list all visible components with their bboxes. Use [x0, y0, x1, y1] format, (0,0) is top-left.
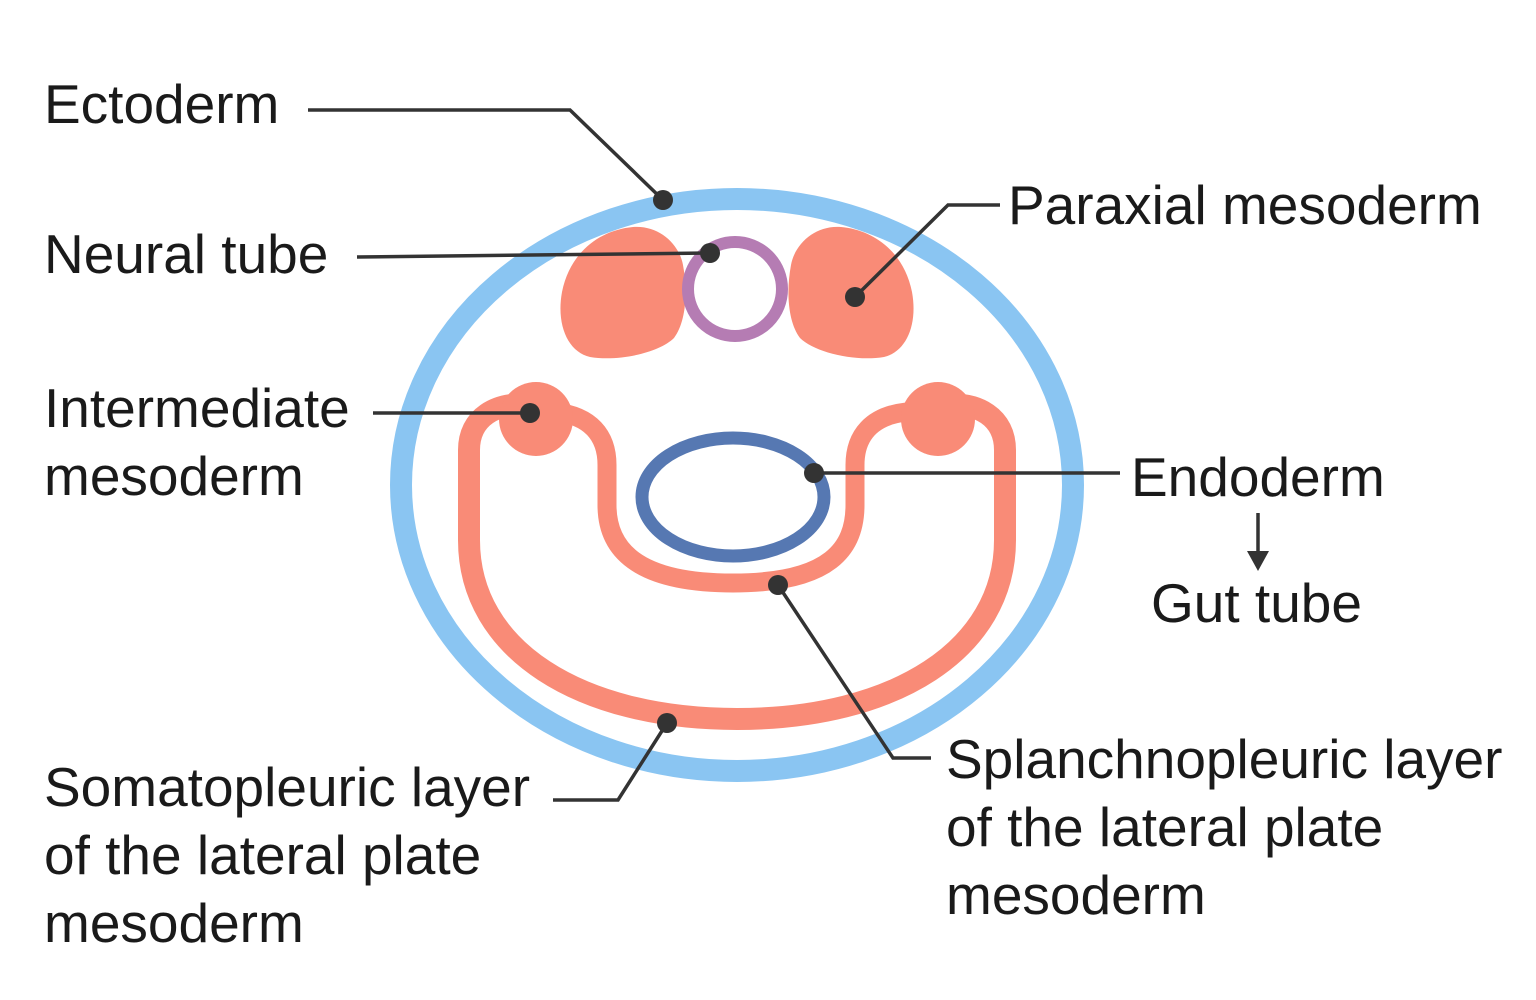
splanchnopleuric-layer-shape	[546, 402, 916, 593]
somatopleuric-leader-dot	[657, 713, 677, 733]
neural-tube-leader-line	[356, 251, 711, 259]
somatopleuric-label-line1: Somatopleuric layer	[44, 756, 531, 818]
ectoderm-leader-dot	[653, 190, 673, 210]
intermediate-mesoderm-label-line1: Intermediate	[44, 377, 350, 439]
splanchnopleuric-leader-dot	[768, 575, 788, 595]
endoderm-leader-dot	[804, 463, 824, 483]
intermediate-mesoderm-label: Intermediate mesoderm	[44, 374, 350, 510]
paraxial-mesoderm-leader-line	[853, 203, 1000, 299]
neural-tube-leader-dot	[700, 243, 720, 263]
splanchnopleuric-label-line1: Splanchnopleuric layer	[946, 728, 1503, 790]
intermediate-mesoderm-leader-dot	[520, 403, 540, 423]
somatopleuric-leader-line	[553, 722, 669, 802]
endoderm-label: Endoderm	[1131, 446, 1385, 508]
gut-tube-arrowhead-icon	[1247, 551, 1269, 571]
paraxial-mesoderm-left-shape	[560, 226, 686, 359]
somatopleuric-label: Somatopleuric layer of the lateral plate…	[44, 753, 530, 957]
ectoderm-label: Ectoderm	[44, 73, 280, 135]
intermediate-mesoderm-right-shape	[901, 382, 975, 456]
splanchnopleuric-label: Splanchnopleuric layer of the lateral pl…	[946, 725, 1502, 929]
splanchnopleuric-leader-line	[776, 584, 931, 760]
intermediate-mesoderm-label-line2: mesoderm	[44, 445, 304, 507]
splanchnopleuric-label-line2: of the lateral plate	[946, 796, 1384, 858]
gut-tube-label: Gut tube	[1151, 572, 1362, 634]
neural-tube-label: Neural tube	[44, 223, 329, 285]
somatopleuric-label-line2: of the lateral plate	[44, 824, 482, 886]
paraxial-mesoderm-label: Paraxial mesoderm	[1008, 174, 1482, 236]
neural-tube-ring-shape	[682, 236, 788, 342]
somatopleuric-label-line3: mesoderm	[44, 892, 304, 954]
somatopleuric-layer-shape	[458, 393, 1016, 731]
paraxial-mesoderm-leader-dot	[845, 287, 865, 307]
ectoderm-leader-line	[308, 108, 665, 202]
endoderm-ring-shape	[635, 431, 831, 563]
ectoderm-ring-shape	[390, 188, 1084, 782]
splanchnopleuric-label-line3: mesoderm	[946, 864, 1206, 926]
